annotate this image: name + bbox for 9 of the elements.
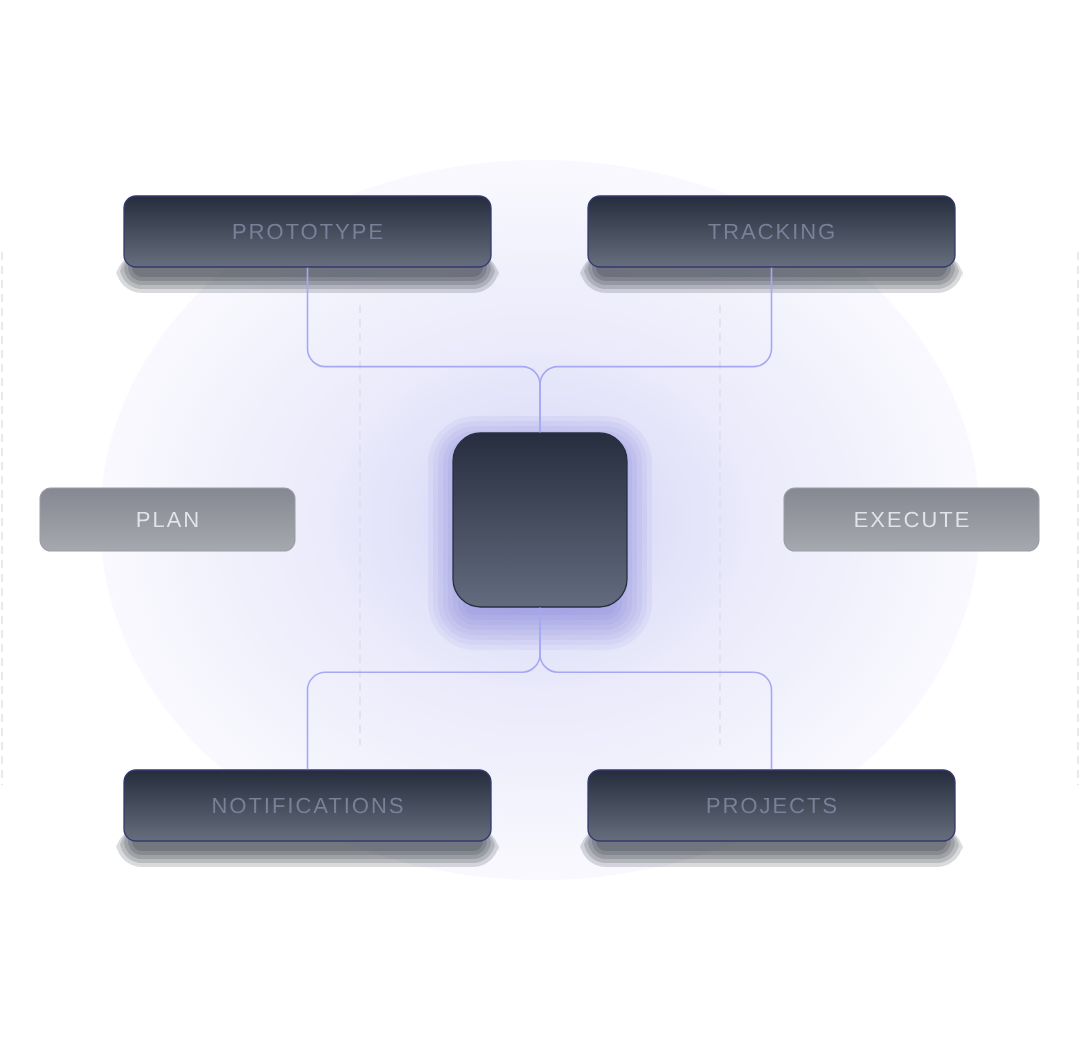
label-box: PROJECTS — [587, 769, 956, 842]
label-box: PLAN — [39, 487, 296, 552]
label-box: NOTIFICATIONS — [123, 769, 492, 842]
label-box: EXECUTE — [783, 487, 1040, 552]
connector-line — [539, 266, 773, 434]
label-box: TRACKING — [587, 195, 956, 268]
connector-line — [539, 606, 773, 771]
label-box: PROTOTYPE — [123, 195, 492, 268]
hub-tile — [452, 432, 628, 608]
